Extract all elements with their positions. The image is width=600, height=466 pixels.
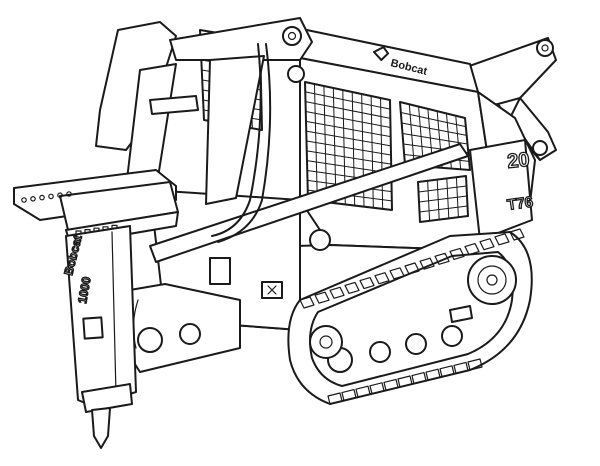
track-tread-lugs	[299, 228, 525, 405]
model-number-label: 20	[506, 149, 530, 173]
model-side-label: T76	[506, 194, 534, 214]
rear-vent-mesh	[418, 177, 468, 221]
left-track	[121, 283, 241, 373]
hydraulic-breaker	[65, 225, 137, 449]
front-lift-arm	[95, 17, 469, 263]
breaker-model-label: 1000	[75, 275, 93, 304]
detail-parts	[209, 257, 473, 323]
bobcat-logo-icon	[373, 46, 390, 61]
attachment-mount-plate	[13, 169, 179, 245]
